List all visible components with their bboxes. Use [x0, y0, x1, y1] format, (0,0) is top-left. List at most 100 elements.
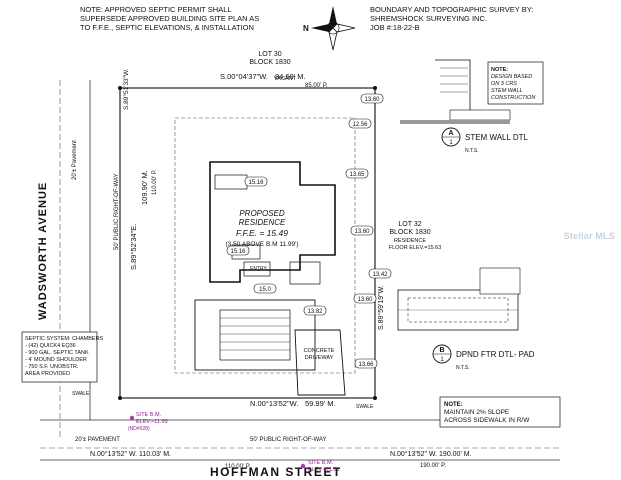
north-arrow-icon: N [303, 6, 356, 51]
entry-label: ENTRY [250, 266, 268, 272]
wadsworth-avenue-label: WADSWORTH AVENUE [37, 182, 49, 320]
sidewalk-note-box: NOTE: MAINTAIN 2% SLOPE ACROSS SIDEWALK … [439, 396, 561, 428]
south-bearing: N.00°13'52"W. [250, 399, 298, 408]
svg-text:ELEV.=11.99: ELEV.=11.99 [136, 419, 168, 425]
svg-text:SITE B.M.: SITE B.M. [308, 460, 334, 466]
elevation-value: 13.42 [372, 272, 388, 278]
svg-text:ELEV.=11.81: ELEV.=11.81 [308, 467, 340, 473]
svg-text:LOT 30: LOT 30 [258, 51, 281, 58]
elevation-marker: 13.82 [303, 305, 327, 316]
detail-a-scale: N.T.S. [465, 148, 479, 154]
detail-b-number: 1 [440, 357, 444, 363]
north-distance: 84.69' M. [275, 72, 306, 81]
elevation-marker: 15.16 [226, 245, 250, 256]
swale-label: SWALE [72, 391, 90, 397]
svg-text:VACANT: VACANT [274, 76, 297, 82]
elevation-marker: 15.16 [244, 176, 268, 187]
elevation-value: 13.60 [354, 229, 370, 235]
septic-drainfield [194, 299, 316, 371]
residence-ffe: F.F.E. = 15.49 [236, 228, 288, 238]
south-pavement-label: 20'± PAVEMENT [75, 437, 120, 443]
svg-text:AREA PROVIDED: AREA PROVIDED [25, 371, 70, 377]
residence-subtitle: RESIDENCE [239, 218, 286, 227]
detail-b-callout: B 1 DPND FTR DTL- PAD N.T.S. [432, 344, 535, 371]
lot-32-label: LOT 32 BLOCK 1830 RESIDENCE FLOOR ELEV.=… [389, 221, 442, 251]
residence-above-bm: (3.50 ABOVE B.M 11.99') [225, 241, 298, 248]
detail-a-letter: A [448, 130, 453, 137]
west-plat-distance: 110.00' P. [152, 169, 158, 195]
elevation-marker: 13.66 [354, 358, 378, 369]
elevation-value: 13.82 [307, 309, 323, 315]
south-distance: 59.99' M. [305, 399, 336, 408]
survey-note: BOUNDARY AND TOPOGRAPHIC SURVEY BY: SHRE… [370, 5, 533, 32]
elevation-value: 15.16 [230, 249, 246, 255]
driveway-label: DRIVEWAY [305, 355, 334, 361]
concrete-label: CONCRETE [304, 348, 335, 354]
elevation-value: 12.56 [352, 122, 368, 128]
svg-text:NOTE:: NOTE: [444, 402, 463, 408]
elevation-marker: 13.42 [368, 268, 392, 279]
west-distance: 109.90' M. [140, 170, 149, 205]
nd-label: (ND#028) [128, 426, 150, 432]
south-row-label: 50' PUBLIC RIGHT-OF-WAY [250, 437, 327, 443]
detail-a-number: 1 [449, 140, 453, 146]
svg-text:NOTE:: NOTE: [491, 67, 508, 73]
svg-text:RESIDENCE: RESIDENCE [394, 238, 426, 244]
svg-text:BLOCK 1830: BLOCK 1830 [249, 59, 290, 66]
elevation-value: 13.60 [364, 97, 380, 103]
corner-markers [118, 86, 377, 400]
detail-b-scale: N.T.S. [456, 365, 470, 371]
elevation-marker: 15.0 [253, 283, 277, 294]
site-benchmark-east: SITE B.M. ELEV.=11.81 [300, 460, 340, 473]
west-row-label: 50' PUBLIC RIGHT-OF-WAY [114, 174, 120, 251]
svg-text:MAINTAIN 2% SLOPE: MAINTAIN 2% SLOPE [444, 409, 510, 416]
elevation-marker: 13.60 [353, 293, 377, 304]
setback-line [174, 117, 356, 374]
concrete-driveway [294, 329, 346, 396]
elevation-value: 15.16 [248, 180, 264, 186]
svg-text:STEM WALL: STEM WALL [491, 88, 523, 94]
detail-a-callout: A 1 STEM WALL DTL N.T.S. [441, 127, 529, 154]
svg-text:BLOCK 1830: BLOCK 1830 [389, 229, 430, 236]
bottom-left-plat: 110.00' P. [225, 464, 251, 470]
design-note-box: NOTE: DESIGN BASED ON 3 CRS STEM WALL CO… [487, 61, 544, 105]
svg-text:SEPTIC SYSTEM: CHAMBERS: SEPTIC SYSTEM: CHAMBERS [25, 336, 104, 342]
svg-text:FLOOR ELEV.=15.63: FLOOR ELEV.=15.63 [389, 245, 442, 251]
elevation-marker: 12.56 [348, 118, 372, 129]
elevation-value: 15.0 [259, 287, 271, 293]
svg-text:- 750 S.F. UNOBSTR.: - 750 S.F. UNOBSTR. [25, 364, 79, 370]
lot-30-label: LOT 30 BLOCK 1830 VACANT [249, 51, 296, 82]
svg-text:- 4' MOUND SHOULDER: - 4' MOUND SHOULDER [25, 357, 87, 363]
residence-footprint [209, 161, 336, 283]
elevation-value: 13.65 [349, 172, 365, 178]
survey-note-line-3: JOB #:18-22-B [370, 23, 420, 32]
svg-text:ACROSS SIDEWALK IN R/W: ACROSS SIDEWALK IN R/W [444, 417, 530, 424]
survey-note-line-1: BOUNDARY AND TOPOGRAPHIC SURVEY BY: [370, 5, 533, 14]
septic-note-line-3: TO F.F.E., SEPTIC ELEVATIONS, & INSTALLA… [80, 23, 254, 32]
svg-text:CONSTRUCTION: CONSTRUCTION [491, 95, 535, 101]
north-bearing: S.00°04'37"W. [220, 72, 268, 81]
septic-note-line-2: SUPERSEDE APPROVED BUILDING SITE PLAN AS [80, 14, 259, 23]
svg-text:ON 3 CRS: ON 3 CRS [491, 81, 517, 87]
septic-permit-note: NOTE: APPROVED SEPTIC PERMIT SHALL SUPER… [80, 5, 259, 32]
elevation-value: 13.66 [358, 362, 374, 368]
elevation-marker: 13.60 [350, 225, 374, 236]
svg-text:- (42) QUICK4 EQ36: - (42) QUICK4 EQ36 [25, 343, 76, 349]
north-plat-distance: 85.00' P. [305, 83, 328, 89]
west-bearing: S.89°52'34"E. [129, 224, 138, 270]
elevation-markers: 15.16 15.16 15.0 13.82 12.56 13.65 13.60 13.66 1… [226, 93, 392, 369]
west-northwest-bearing: S.89°51'33"W. [122, 68, 130, 110]
svg-text:- 900 GAL. SEPTIC TANK: - 900 GAL. SEPTIC TANK [25, 350, 89, 356]
west-pavement-label: 20'± Pavement [72, 140, 78, 180]
east-bearing: S.89°59'19"W. [377, 285, 385, 330]
hoffman-street-label: HOFFMAN STREET [210, 465, 342, 479]
elevation-marker: 13.60 [360, 93, 384, 104]
detail-a-title: STEM WALL DTL [465, 133, 529, 142]
survey-note-line-2: SHREMSHOCK SURVEYING INC. [370, 14, 487, 23]
residence-title: PROPOSED [239, 209, 285, 218]
mls-watermark: Stellar MLS [563, 231, 615, 241]
elevation-marker: 13.65 [345, 168, 369, 179]
swale-label-east: SWALE [356, 404, 374, 410]
bottom-right-plat: 190.00' P. [420, 463, 446, 469]
